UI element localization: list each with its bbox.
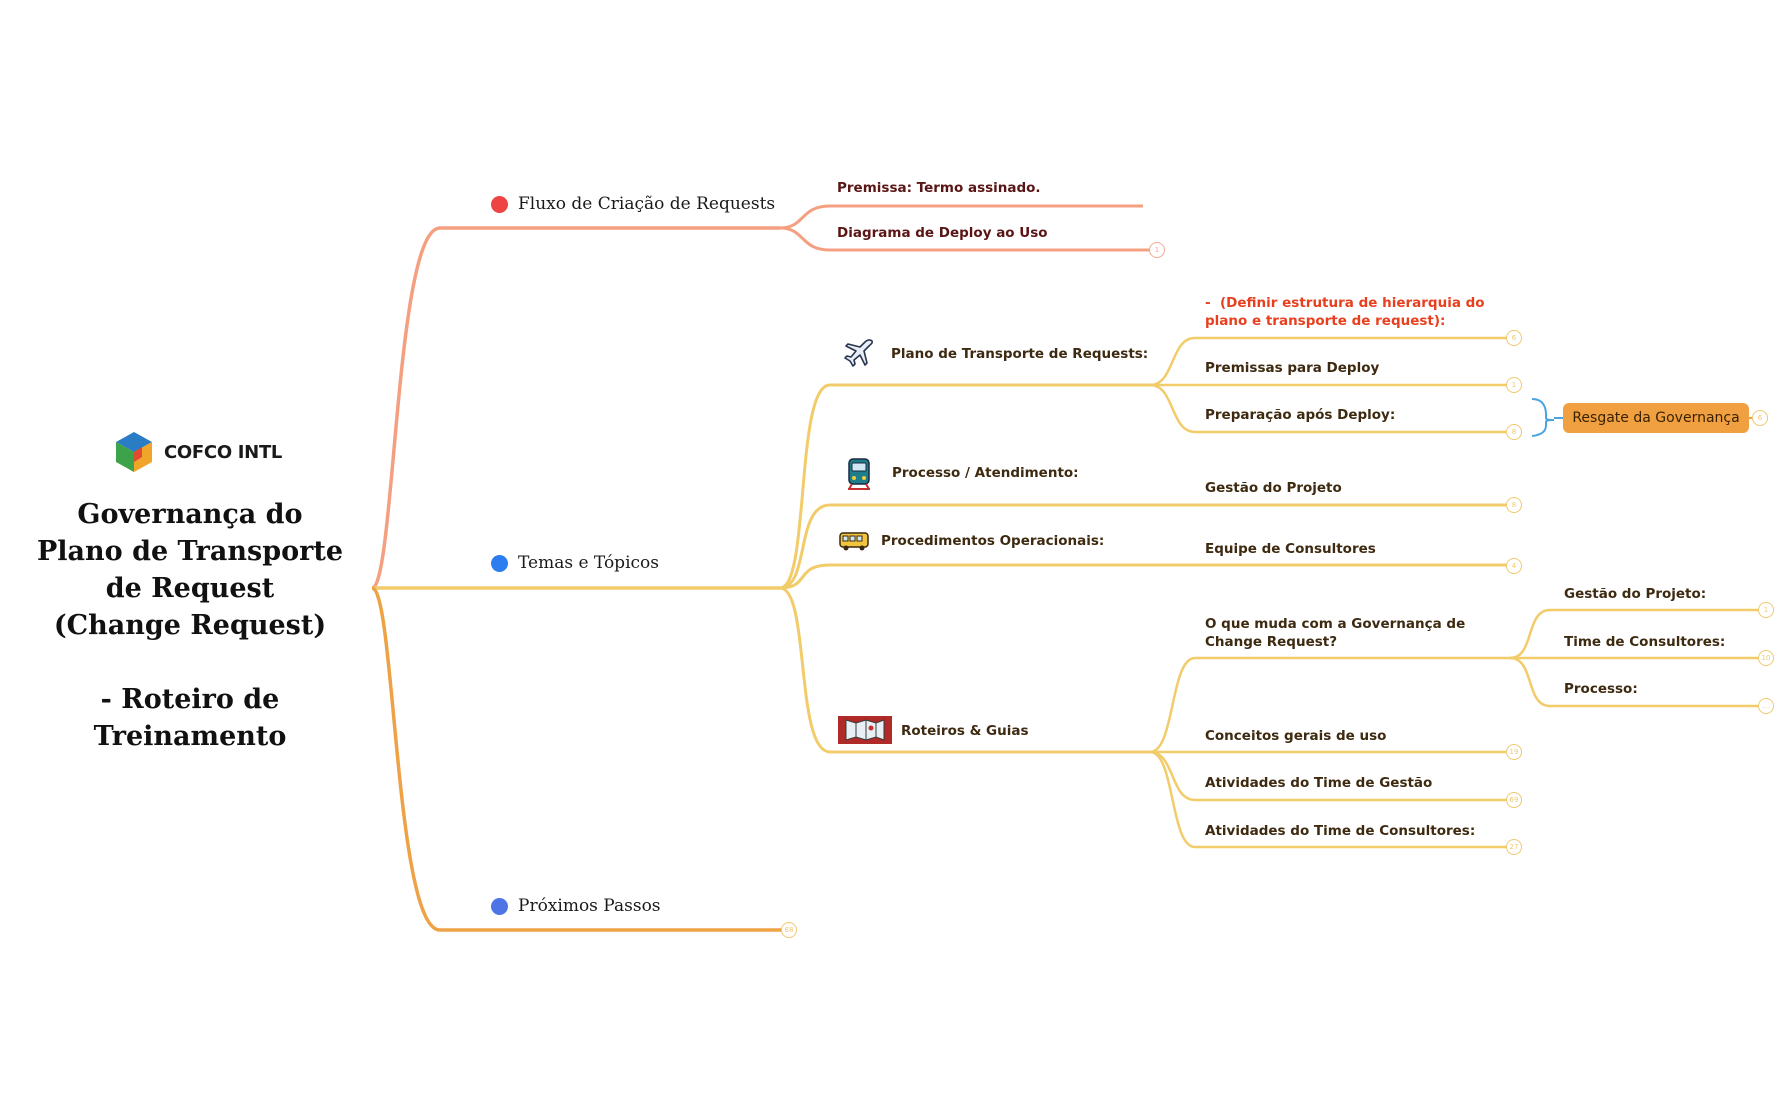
blue-dot-icon [491,897,508,915]
count-badge[interactable]: 1 [1149,242,1165,258]
branch-diagrama [779,226,1150,252]
topic-fluxo[interactable]: Fluxo de Criação de Requests [491,194,775,214]
branch-processo-2 [1509,656,1760,708]
train-icon [848,458,870,490]
branch-preparacao [1149,383,1510,434]
root-title-line: de Request [105,573,275,604]
branch-muda [1149,656,1510,754]
count-badge[interactable]: 8 [1506,497,1522,513]
topic-proximos-label: Próximos Passos [518,896,661,916]
count-badge[interactable]: 6 [1752,410,1768,426]
node-plano[interactable]: Plano de Transporte de Requests: [891,346,1149,362]
topic-fluxo-label: Fluxo de Criação de Requests [518,194,776,214]
topic-temas[interactable]: Temas e Tópicos [491,553,659,573]
root-title-line: Plano de Transporte [37,536,343,567]
node-roteiros[interactable]: Roteiros & Guias [901,723,1029,739]
node-time-consultores[interactable]: Time de Consultores: [1564,634,1726,650]
branch-plano [779,383,1150,590]
branch-roteiros [779,586,1150,754]
branch-gestao-projeto [1509,608,1760,660]
count-badge[interactable]: 68 [781,922,797,938]
node-premissas-deploy[interactable]: Premissas para Deploy [1205,360,1380,376]
node-gestao-projeto-1[interactable]: Gestão do Projeto [1205,480,1342,496]
count-badge[interactable]: 1 [1758,602,1774,618]
branch-plano-note [1149,336,1510,387]
root-title-line: - Roteiro de [100,684,280,715]
node-procedimentos[interactable]: Procedimentos Operacionais: [881,533,1105,549]
root-title: Governança do Plano de Transporte de Req… [20,496,360,755]
airplane-icon [844,339,874,367]
cube-logo-icon [116,432,152,472]
branch-processo [779,503,1510,590]
node-gestao-projeto-2[interactable]: Gestão do Projeto: [1564,586,1707,602]
callout-bracket [1531,398,1555,437]
root-title-line [20,644,360,681]
count-badge[interactable]: 10 [1758,650,1774,666]
branch-atividades-consultores [1149,750,1510,849]
branch-proximos [371,586,790,932]
node-preparacao[interactable]: Preparação após Deploy: [1205,407,1396,423]
root-title-line: Governança do [77,499,303,530]
node-atividades-gestao[interactable]: Atividades do Time de Gestão [1205,775,1433,791]
root-title-line: (Change Request) [53,610,327,641]
bus-icon [839,532,869,551]
node-premissa[interactable]: Premissa: Termo assinado. [837,180,1041,196]
node-atividades-consultores[interactable]: Atividades do Time de Consultores: [1205,823,1476,839]
count-badge[interactable]: ... [1758,698,1774,714]
count-badge[interactable]: 69 [1506,792,1522,808]
branch-procedimentos [779,563,1510,590]
node-equipe-consultores[interactable]: Equipe de Consultores [1205,541,1376,557]
root-title-line: Treinamento [93,721,287,752]
node-processo[interactable]: Processo / Atendimento: [892,465,1079,481]
topic-temas-label: Temas e Tópicos [518,553,659,573]
count-badge[interactable]: 8 [1506,424,1522,440]
callout-resgate[interactable]: Resgate da Governança [1563,403,1749,433]
blue-dot-icon [491,554,508,572]
node-muda[interactable]: O que muda com a Governança de Change Re… [1205,616,1466,650]
map-icon [838,716,892,744]
logo-text: COFCO INTL [164,441,283,463]
company-logo: COFCO INTL [112,430,282,474]
count-badge[interactable]: 6 [1506,330,1522,346]
count-badge[interactable]: 27 [1506,839,1522,855]
node-diagrama[interactable]: Diagrama de Deploy ao Uso [837,225,1048,241]
count-badge[interactable]: 4 [1506,558,1522,574]
red-dot-icon [491,195,508,213]
branch-fluxo [370,226,780,590]
count-badge[interactable]: 1 [1506,377,1522,393]
node-plano-note[interactable]: - (Definir estrutura de hierarquia do pl… [1205,295,1485,329]
count-badge[interactable]: 19 [1506,744,1522,760]
node-conceitos[interactable]: Conceitos gerais de uso [1205,728,1387,744]
topic-proximos[interactable]: Próximos Passos [491,896,661,916]
node-processo-2[interactable]: Processo: [1564,681,1638,697]
